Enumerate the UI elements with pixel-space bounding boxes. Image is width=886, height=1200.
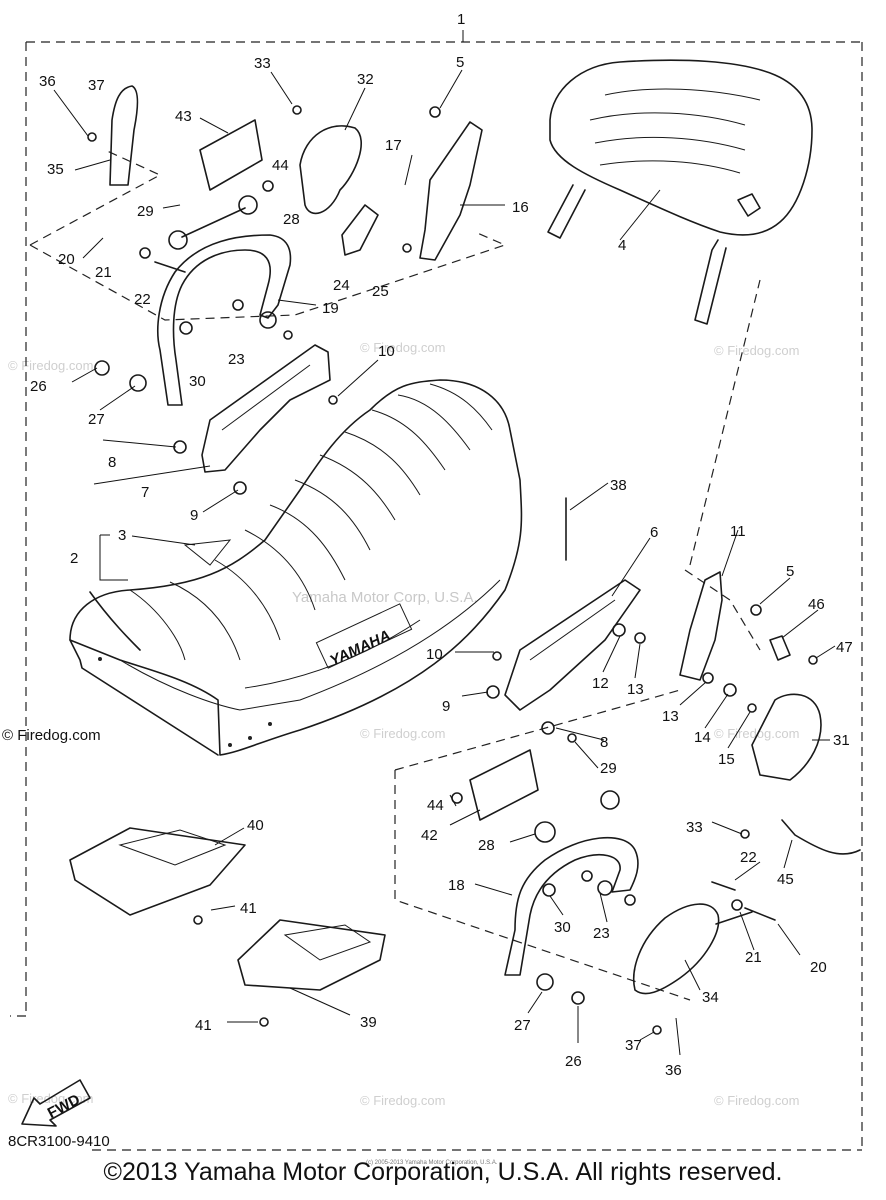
brackets	[299, 121, 723, 681]
part-7: 7	[141, 484, 149, 501]
part-22b: 22	[740, 849, 757, 866]
part-44b: 44	[427, 797, 444, 814]
part-34: 34	[702, 989, 719, 1006]
part-18: 18	[448, 877, 465, 894]
watermark: © Firedog.com	[714, 343, 799, 358]
part-5: 5	[456, 54, 464, 71]
part-6: 6	[650, 524, 658, 541]
watermark: © Firedog.com	[360, 1093, 445, 1108]
part-21b: 21	[745, 949, 762, 966]
part-35: 35	[47, 161, 64, 178]
part-33b: 33	[686, 819, 703, 836]
part-9b: 9	[442, 698, 450, 715]
part-4: 4	[618, 237, 626, 254]
watermark: © Firedog.com	[714, 726, 799, 741]
part-20: 20	[58, 251, 75, 268]
part-33: 33	[254, 55, 271, 72]
part-39: 39	[360, 1014, 377, 1031]
part-25: 25	[372, 283, 389, 300]
part-37: 37	[88, 77, 105, 94]
part-16: 16	[512, 199, 529, 216]
part-19: 19	[322, 300, 339, 317]
hardware	[87, 105, 861, 1035]
part-13b: 13	[662, 708, 679, 725]
part-31: 31	[833, 732, 850, 749]
part-40: 40	[247, 817, 264, 834]
part-20b: 20	[810, 959, 827, 976]
part-42: 42	[421, 827, 438, 844]
part-10b: 10	[426, 646, 443, 663]
part-32: 32	[357, 71, 374, 88]
copyright-footer: ©2013 Yamaha Motor Corporation, U.S.A. A…	[103, 1158, 783, 1186]
side-plates	[201, 344, 641, 711]
backrest	[547, 59, 813, 325]
part-36: 36	[39, 73, 56, 90]
part-24: 24	[333, 277, 350, 294]
watermark-left: © Firedog.com	[2, 727, 101, 744]
control-units	[199, 119, 822, 821]
part-28: 28	[283, 211, 300, 228]
part-9: 9	[190, 507, 198, 524]
part-23: 23	[228, 351, 245, 368]
center-watermark: Yamaha Motor Corp, U.S.A.	[292, 589, 478, 606]
watermark: © Firedog.com	[360, 340, 445, 355]
trays	[69, 827, 386, 991]
handrails	[157, 234, 639, 976]
seat-badge: YAMAHA	[315, 603, 413, 670]
part-3: 3	[118, 527, 126, 544]
part-14: 14	[694, 729, 711, 746]
watermark: © Firedog.com	[714, 1093, 799, 1108]
watermarks: © Firedog.com © Firedog.com © Firedog.co…	[8, 340, 799, 1108]
part-46: 46	[808, 596, 825, 613]
group-boxes	[29, 149, 761, 1001]
grab-handles	[109, 85, 720, 995]
part-36b: 36	[665, 1062, 682, 1079]
part-44: 44	[272, 157, 289, 174]
part-43: 43	[175, 108, 192, 125]
part-29b: 29	[600, 760, 617, 777]
part-30: 30	[189, 373, 206, 390]
part-17: 17	[385, 137, 402, 154]
part-29: 29	[137, 203, 154, 220]
part-38: 38	[610, 477, 627, 494]
part-41b: 41	[195, 1017, 212, 1034]
fwd-arrow: FWD	[21, 1079, 91, 1127]
part-10: 10	[378, 343, 395, 360]
watermark: © Firedog.com	[360, 726, 445, 741]
small-copyright: (c) 2005-2013 Yamaha Motor Corporation, …	[366, 1160, 498, 1166]
part-2: 2	[70, 550, 78, 567]
part-27: 27	[88, 411, 105, 428]
part-5b: 5	[786, 563, 794, 580]
callouts: 36 37 35 43 33 32 44 5 17 16 29 28 20 21…	[30, 54, 853, 1079]
watermark: © Firedog.com	[8, 1091, 93, 1106]
part-26b: 26	[565, 1053, 582, 1070]
part-23b: 23	[593, 925, 610, 942]
part-22: 22	[134, 291, 151, 308]
part-30b: 30	[554, 919, 571, 936]
part-11: 11	[730, 523, 746, 540]
diagram-code: 8CR3100-9410	[8, 1133, 110, 1150]
seat: YAMAHA	[69, 379, 523, 756]
part-41: 41	[240, 900, 257, 917]
part-13: 13	[627, 681, 644, 698]
part-28b: 28	[478, 837, 495, 854]
part-26: 26	[30, 378, 47, 395]
part-12: 12	[592, 675, 609, 692]
part-37b: 37	[625, 1037, 642, 1054]
assembly-label: 1	[457, 11, 465, 28]
part-15: 15	[718, 751, 735, 768]
part-21: 21	[95, 264, 112, 281]
part-45: 45	[777, 871, 794, 888]
part-27b: 27	[514, 1017, 531, 1034]
assembly-border	[10, 30, 863, 1151]
part-8: 8	[108, 454, 116, 471]
part-8b: 8	[600, 734, 608, 751]
watermark: © Firedog.com	[8, 358, 93, 373]
part-47: 47	[836, 639, 853, 656]
leader-lines	[53, 69, 836, 1056]
